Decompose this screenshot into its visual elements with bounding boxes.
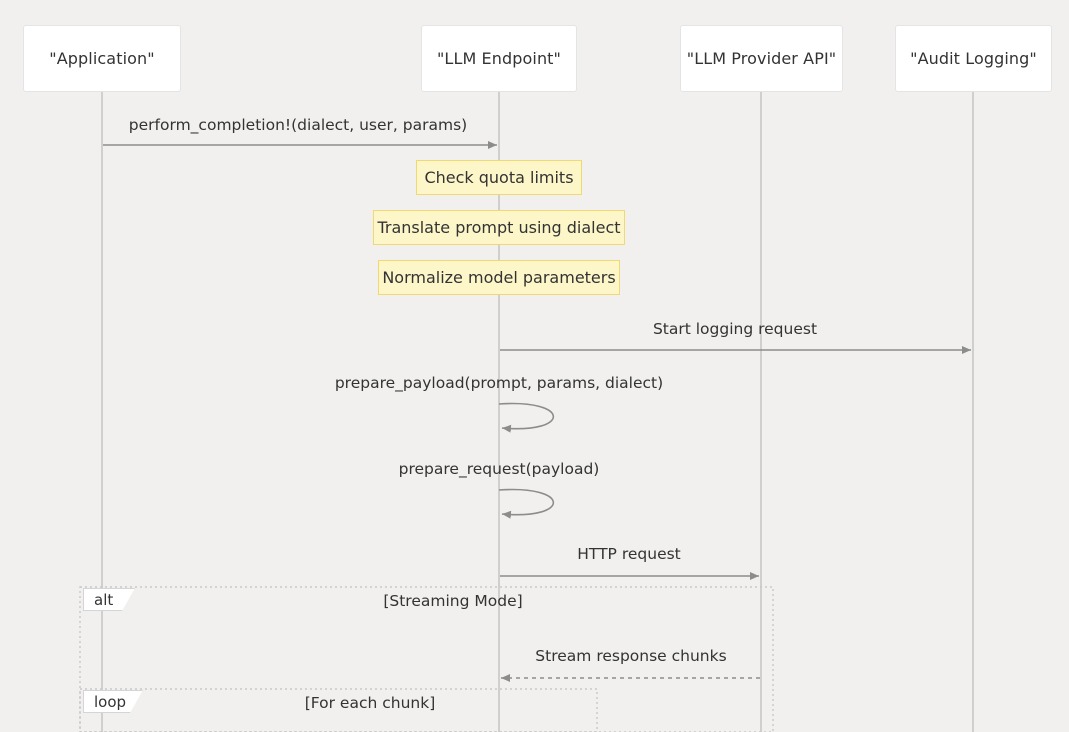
message-arrow-m3 (498, 402, 555, 433)
message-arrow-m4 (498, 488, 555, 519)
message-label-m6: Stream response chunks (535, 647, 727, 665)
participant-box-provider_api[interactable]: "LLM Provider API" (680, 25, 843, 92)
fragment-condition-loop-each-chunk: [For each chunk] (304, 694, 436, 712)
message-label-m2: Start logging request (652, 320, 818, 338)
participant-box-llm_endpoint[interactable]: "LLM Endpoint" (421, 25, 577, 92)
participant-box-application[interactable]: "Application" (23, 25, 181, 92)
note-n3: Normalize model parameters (378, 260, 620, 295)
note-text: Translate prompt using dialect (377, 218, 621, 237)
participant-label: "LLM Endpoint" (436, 49, 562, 68)
message-label-m3: prepare_payload(prompt, params, dialect) (334, 374, 664, 392)
participant-label: "Application" (49, 49, 155, 68)
note-text: Check quota limits (424, 168, 574, 187)
fragment-keyword-alt-streaming: alt (83, 588, 135, 611)
note-n1: Check quota limits (416, 160, 582, 195)
message-label-m4: prepare_request(payload) (398, 460, 600, 478)
fragment-keyword-loop-each-chunk: loop (83, 690, 143, 713)
participant-label: "Audit Logging" (910, 49, 1037, 68)
message-label-m5: HTTP request (577, 545, 681, 563)
note-n2: Translate prompt using dialect (373, 210, 625, 245)
fragment-condition-alt-streaming: [Streaming Mode] (383, 592, 523, 610)
participant-label: "LLM Provider API" (686, 49, 837, 68)
participant-box-audit_log[interactable]: "Audit Logging" (895, 25, 1052, 92)
note-text: Normalize model parameters (382, 268, 616, 287)
message-label-m1: perform_completion!(dialect, user, param… (128, 116, 468, 134)
